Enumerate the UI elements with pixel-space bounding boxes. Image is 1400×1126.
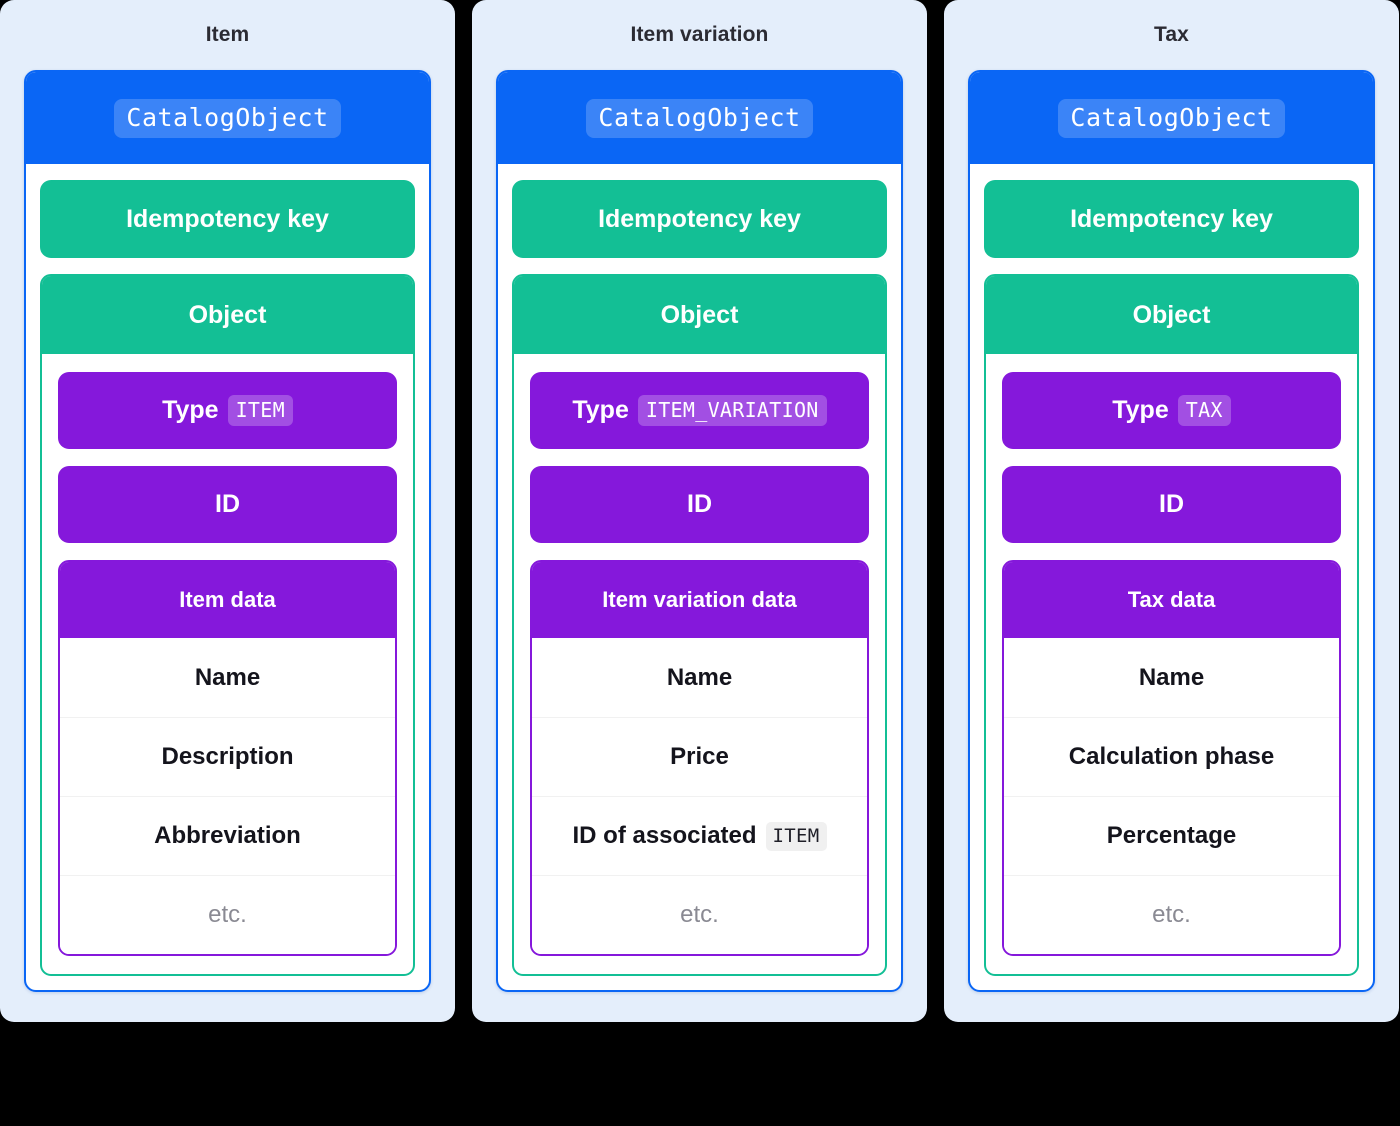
data-row: Description xyxy=(60,717,395,796)
catalog-object-card: CatalogObject Idempotency key Object Typ… xyxy=(24,70,431,992)
data-container: Tax data Name Calculation phase Percenta… xyxy=(1002,560,1341,956)
id-label: ID xyxy=(1159,490,1184,518)
data-container: Item variation data Name Price ID of ass… xyxy=(530,560,869,956)
object-body: Type TAX ID Tax data Name xyxy=(986,354,1357,974)
column-title: Tax xyxy=(1154,23,1189,46)
idempotency-key-pill: Idempotency key xyxy=(40,180,415,258)
catalog-object-card: CatalogObject Idempotency key Object Typ… xyxy=(968,70,1375,992)
catalog-object-header: CatalogObject xyxy=(26,72,429,164)
data-row-text: Name xyxy=(1138,663,1205,691)
id-label: ID xyxy=(215,490,240,518)
data-row: ID of associated ITEM xyxy=(532,796,867,875)
data-row: Abbreviation xyxy=(60,796,395,875)
data-row-code-chip: ITEM xyxy=(765,821,827,851)
type-label: Type xyxy=(162,396,219,424)
type-value-chip: ITEM xyxy=(227,395,293,426)
catalog-object-code-chip: CatalogObject xyxy=(1058,98,1285,138)
type-pill: Type ITEM xyxy=(58,372,397,449)
data-row-text: etc. xyxy=(1152,901,1191,928)
data-row: Name xyxy=(1004,638,1339,717)
object-header: Object xyxy=(514,276,885,354)
catalog-object-code-chip: CatalogObject xyxy=(114,98,341,138)
type-value-chip: ITEM_VARIATION xyxy=(637,395,827,426)
data-header: Tax data xyxy=(1004,562,1339,638)
data-row-text: Abbreviation xyxy=(154,822,301,849)
data-row-text: Name xyxy=(194,663,261,691)
data-row-text: Calculation phase xyxy=(1068,743,1275,770)
catalog-object-card: CatalogObject Idempotency key Object Typ… xyxy=(496,70,903,992)
data-row: Name xyxy=(532,638,867,717)
data-row: Name xyxy=(60,638,395,717)
object-container: Object Type ITEM ID Item data xyxy=(40,274,415,976)
object-container: Object Type ITEM_VARIATION ID Item varia… xyxy=(512,274,887,976)
type-pill: Type ITEM_VARIATION xyxy=(530,372,869,449)
column-tax: Tax CatalogObject Idempotency key Object… xyxy=(944,0,1399,1022)
id-pill: ID xyxy=(1002,466,1341,543)
data-header: Item variation data xyxy=(532,562,867,638)
catalog-object-header: CatalogObject xyxy=(970,72,1373,164)
catalog-object-body: Idempotency key Object Type ITEM ID Item… xyxy=(26,164,429,990)
id-pill: ID xyxy=(58,466,397,543)
data-row-text: ID of associated xyxy=(572,822,757,849)
object-body: Type ITEM ID Item data Name xyxy=(42,354,413,974)
type-label: Type xyxy=(572,396,629,424)
data-row-etc: etc. xyxy=(1004,875,1339,954)
idempotency-key-pill: Idempotency key xyxy=(512,180,887,258)
column-title: Item variation xyxy=(630,23,769,46)
column-title: Item xyxy=(205,23,250,46)
id-pill: ID xyxy=(530,466,869,543)
type-value-chip: TAX xyxy=(1177,395,1231,426)
object-container: Object Type TAX ID Tax data xyxy=(984,274,1359,976)
data-container: Item data Name Description Abbreviation xyxy=(58,560,397,956)
data-row-text: Name xyxy=(666,663,733,691)
type-pill: Type TAX xyxy=(1002,372,1341,449)
type-label: Type xyxy=(1112,396,1169,424)
catalog-object-code-chip: CatalogObject xyxy=(586,98,813,138)
id-label: ID xyxy=(687,490,712,518)
idempotency-key-pill: Idempotency key xyxy=(984,180,1359,258)
data-row-text: Description xyxy=(161,743,294,770)
data-row: Calculation phase xyxy=(1004,717,1339,796)
data-rows: Name Price ID of associated ITEM xyxy=(532,638,867,954)
object-header: Object xyxy=(986,276,1357,354)
data-row-text: Percentage xyxy=(1106,822,1237,849)
data-row-etc: etc. xyxy=(60,875,395,954)
column-item-variation: Item variation CatalogObject Idempotency… xyxy=(472,0,927,1022)
catalog-object-body: Idempotency key Object Type ITEM_VARIATI… xyxy=(498,164,901,990)
catalog-object-header: CatalogObject xyxy=(498,72,901,164)
object-header: Object xyxy=(42,276,413,354)
data-row-text: etc. xyxy=(208,901,247,928)
catalog-object-body: Idempotency key Object Type TAX ID Tax d… xyxy=(970,164,1373,990)
data-row-etc: etc. xyxy=(532,875,867,954)
data-row-text: etc. xyxy=(680,901,719,928)
data-rows: Name Calculation phase Percentage etc. xyxy=(1004,638,1339,954)
data-row-text: Price xyxy=(670,743,729,770)
object-body: Type ITEM_VARIATION ID Item variation da… xyxy=(514,354,885,974)
data-row: Price xyxy=(532,717,867,796)
data-row: Percentage xyxy=(1004,796,1339,875)
data-rows: Name Description Abbreviation etc. xyxy=(60,638,395,954)
column-item: Item CatalogObject Idempotency key Objec… xyxy=(0,0,455,1022)
data-header: Item data xyxy=(60,562,395,638)
